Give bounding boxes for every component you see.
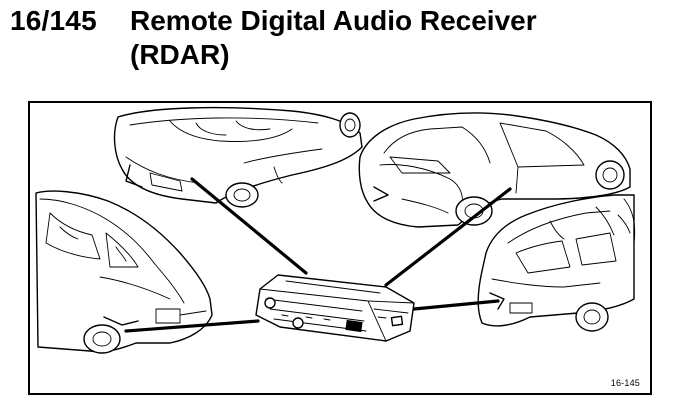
leader-line-sedan [124,319,260,333]
page-title: Remote Digital Audio Receiver (RDAR) [130,4,670,72]
page-header: 16/145 Remote Digital Audio Receiver (RD… [10,4,680,80]
figure-code: 16-145 [610,378,640,388]
section-number: 16/145 [10,5,97,36]
leader-line-convertible [190,177,308,275]
leader-lines [124,177,512,333]
convertible-car-icon [113,106,363,208]
rdar-location-diagram [35,106,636,354]
hatchback-car-icon [358,112,631,228]
estate-car-icon [477,194,636,332]
leader-line-hatchback [384,187,512,287]
figure-frame: 16-145 [28,101,652,395]
title-line-1: Remote Digital Audio Receiver [130,5,537,36]
title-line-2: (RDAR) [130,39,230,70]
leader-line-estate [412,299,500,311]
rdar-module-icon [255,274,415,342]
sedan-car-icon [35,190,213,354]
